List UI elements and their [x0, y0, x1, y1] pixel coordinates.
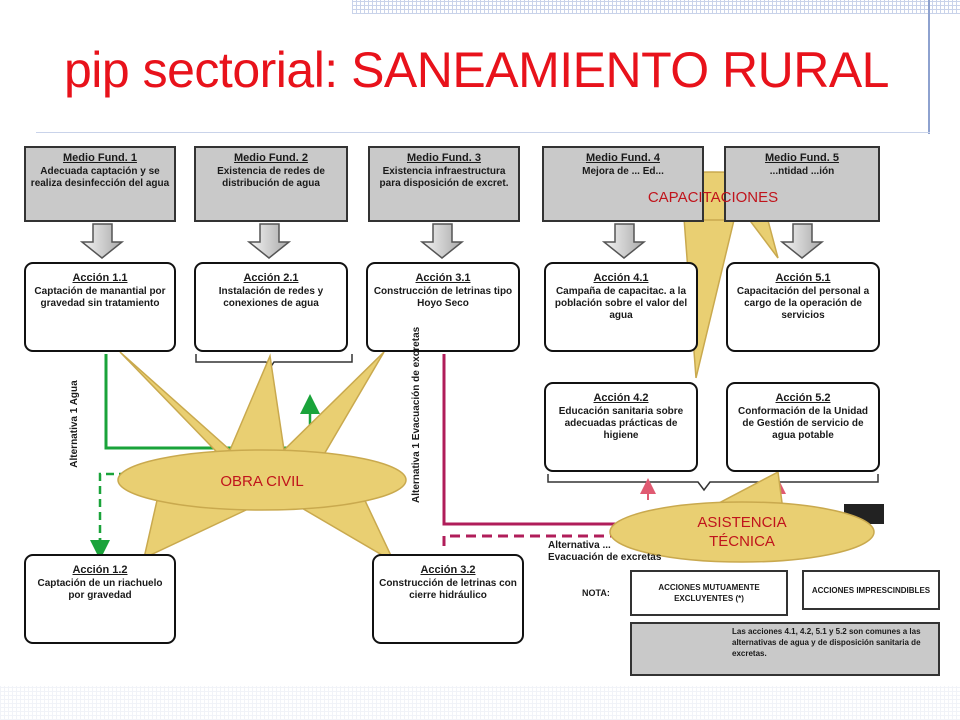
accion-5-1-box: Acción 5.1 Capacitación del personal a c…: [726, 262, 880, 352]
alternativa-excretas-bottom-label: Alternativa ... Evacuación de excretas: [548, 540, 662, 563]
medio-fund-3-box: Medio Fund. 3 Existencia infraestructura…: [368, 146, 520, 222]
accion-5-1-text: Capacitación del personal a cargo de la …: [736, 286, 870, 321]
accion-1-1-box: Acción 1.1 Captación de manantial por gr…: [24, 262, 176, 352]
accion-5-1-heading: Acción 5.1: [775, 272, 831, 284]
accion-4-1-text: Campaña de capacitac. a la población sob…: [554, 286, 688, 321]
medio-fund-1-heading: Medio Fund. 1: [63, 152, 137, 164]
medio-fund-5-heading: Medio Fund. 5: [765, 152, 839, 164]
accion-4-2-heading: Acción 4.2: [593, 392, 649, 404]
accion-3-1-heading: Acción 3.1: [415, 272, 471, 284]
accion-3-1-text: Construcción de letrinas tipo Hoyo Seco: [373, 286, 513, 309]
accion-3-2-heading: Acción 3.2: [420, 564, 476, 576]
asistencia-tecnica-callout-shape: [609, 470, 875, 563]
medio-fund-4-heading: Medio Fund. 4: [586, 152, 660, 164]
accion-2-1-box: Acción 2.1 Instalación de redes y conexi…: [194, 262, 348, 352]
medio-fund-3-text: Existencia infraestructura para disposic…: [379, 166, 509, 189]
gray-arrow-1: [79, 223, 125, 259]
accion-1-2-text: Captación de un riachuelo por gravedad: [37, 578, 163, 601]
alternativa-1-excretas-label: Alternativa 1 Evacuación de excretas: [411, 326, 422, 503]
obra-civil-callout-label: OBRA CIVIL: [220, 472, 304, 490]
alternativa-1-agua-label: Alternativa 1 Agua: [69, 380, 80, 468]
accion-1-1-text: Captación de manantial por gravedad sin …: [34, 286, 166, 309]
note-label: NOTA:: [582, 588, 610, 598]
decorative-vertical-line: [928, 0, 930, 134]
accion-5-2-box: Acción 5.2 Conformación de la Unidad de …: [726, 382, 880, 472]
accion-5-2-text: Conformación de la Unidad de Gestión de …: [737, 406, 868, 441]
gray-arrow-3: [419, 223, 465, 259]
note-mutually-exclusive: ACCIONES MUTUAMENTE EXCLUYENTES (*): [630, 570, 788, 616]
asistencia-tecnica-callout-label: ASISTENCIA TÉCNICA: [697, 514, 787, 550]
accion-2-1-text: Instalación de redes y conexiones de agu…: [218, 286, 324, 309]
accion-3-1-box: Acción 3.1 Construcción de letrinas tipo…: [366, 262, 520, 352]
note-essential: ACCIONES IMPRESCINDIBLES: [802, 570, 940, 610]
medio-fund-5-text: ...ntidad ...ión: [769, 166, 835, 177]
slide-title: pip sectorial: SANEAMIENTO RURAL: [64, 42, 890, 98]
accion-5-2-heading: Acción 5.2: [775, 392, 831, 404]
accion-2-1-heading: Acción 2.1: [243, 272, 299, 284]
accion-1-2-heading: Acción 1.2: [72, 564, 128, 576]
accion-3-2-box: Acción 3.2 Construcción de letrinas con …: [372, 554, 524, 644]
decorative-grid-bottom: [0, 686, 960, 720]
decorative-horizontal-line: [36, 132, 930, 133]
accion-1-2-box: Acción 1.2 Captación de un riachuelo por…: [24, 554, 176, 644]
medio-fund-5-box: Medio Fund. 5 ...ntidad ...ión: [724, 146, 880, 222]
medio-fund-1-text: Adecuada captación y se realiza desinfec…: [30, 166, 170, 189]
accion-4-2-text: Educación sanitaria sobre adecuadas prác…: [558, 406, 684, 441]
medio-fund-4-text: Mejora de ... Ed...: [582, 166, 664, 177]
medio-fund-2-heading: Medio Fund. 2: [234, 152, 308, 164]
gray-arrow-2: [246, 223, 292, 259]
accion-4-1-box: Acción 4.1 Campaña de capacitac. a la po…: [544, 262, 698, 352]
accion-1-1-heading: Acción 1.1: [72, 272, 128, 284]
medio-fund-4-box: Medio Fund. 4 Mejora de ... Ed...: [542, 146, 704, 222]
note-common-text: Las acciones 4.1, 4.2, 5.1 y 5.2 son com…: [732, 627, 921, 658]
gray-arrow-4: [601, 223, 647, 259]
medio-fund-3-heading: Medio Fund. 3: [407, 152, 481, 164]
medio-fund-2-text: Existencia de redes de distribución de a…: [217, 166, 325, 189]
medio-fund-2-box: Medio Fund. 2 Existencia de redes de dis…: [194, 146, 348, 222]
accion-4-2-box: Acción 4.2 Educación sanitaria sobre ade…: [544, 382, 698, 472]
obra-civil-callout-shape: [117, 351, 407, 564]
accion-3-2-text: Construcción de letrinas con cierre hidr…: [379, 578, 517, 601]
objectives-tree-diagram: Medio Fund. 1 Adecuada captación y se re…: [8, 138, 952, 686]
decorative-grid-top: [352, 0, 960, 14]
capacitaciones-callout-label: CAPACITACIONES: [647, 188, 779, 206]
gray-arrow-5: [779, 223, 825, 259]
medio-fund-1-box: Medio Fund. 1 Adecuada captación y se re…: [24, 146, 176, 222]
note-common-box: [630, 622, 940, 676]
accion-4-1-heading: Acción 4.1: [593, 272, 649, 284]
